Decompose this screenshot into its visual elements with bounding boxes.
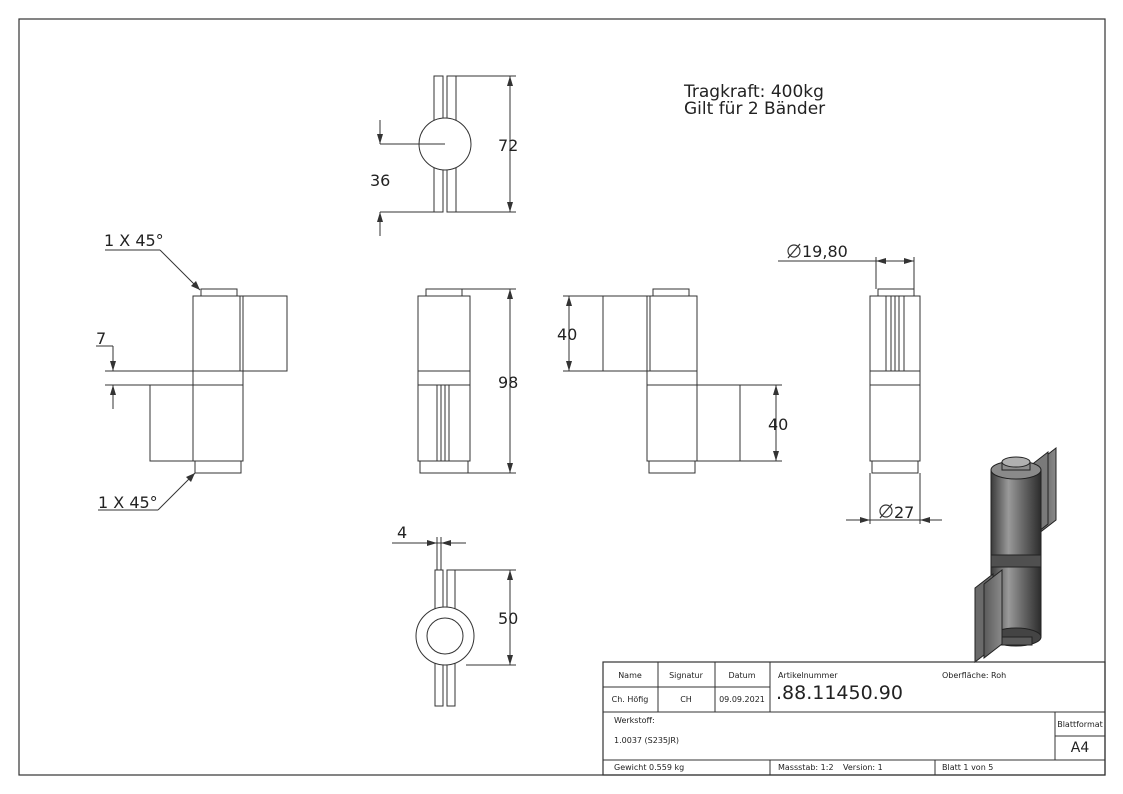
tb-format-value: A4: [1071, 740, 1090, 756]
tb-surface-label: Oberfläche:: [942, 671, 989, 680]
dim-gap: 7: [96, 329, 106, 348]
tb-date-header: Datum: [728, 671, 755, 680]
isometric-view: [974, 446, 1057, 664]
tb-article-number: .88.11450.90: [776, 682, 903, 704]
tb-version: Version: 1: [843, 763, 883, 772]
dim-leaf-thickness: 4: [397, 523, 407, 542]
top-view: [377, 75, 516, 236]
dim-bottom-height: 50: [498, 609, 518, 628]
tb-name-value: Ch. Höfig: [612, 695, 649, 704]
dim-top-height: 72: [498, 136, 518, 155]
dim-leaf-upper: 40: [557, 325, 577, 344]
right-front-view: [563, 288, 782, 474]
sheet-border: [18, 18, 1106, 776]
dim-chamfer-bottom: 1 X 45°: [98, 493, 158, 512]
tb-weight: Gewicht 0.559 kg: [614, 763, 684, 772]
tb-material-label: Werkstoff:: [614, 716, 655, 725]
side-view: [778, 243, 942, 524]
applies-to-note: Gilt für 2 Bänder: [684, 99, 825, 119]
tb-material-value: 1.0037 (S235JR): [614, 736, 679, 745]
bottom-view: [392, 537, 516, 707]
dim-outer-diameter: 27: [894, 503, 914, 522]
tb-article-label: Artikelnummer: [778, 671, 838, 680]
tb-scale: Massstab: 1:2: [778, 763, 834, 772]
tb-format-label: Blattformat: [1057, 720, 1103, 729]
tb-signature-header: Signatur: [669, 671, 704, 680]
dim-chamfer-top: 1 X 45°: [104, 231, 164, 250]
tb-sheet: Blatt 1 von 5: [942, 763, 993, 772]
tb-surface-value: Roh: [991, 671, 1006, 680]
middle-front-view: [417, 288, 516, 474]
tb-date-value: 09.09.2021: [719, 695, 765, 704]
load-capacity-note: Tragkraft: 400kg: [683, 82, 824, 102]
dim-leaf-lower: 40: [768, 415, 788, 434]
dim-top-center: 36: [370, 171, 390, 190]
title-block: [602, 661, 1106, 776]
dim-total-height: 98: [498, 373, 518, 392]
dim-pin-diameter: 19,80: [802, 242, 848, 261]
tb-signature-value: CH: [680, 695, 692, 704]
left-front-view: [96, 249, 288, 511]
tb-name-header: Name: [618, 671, 642, 680]
